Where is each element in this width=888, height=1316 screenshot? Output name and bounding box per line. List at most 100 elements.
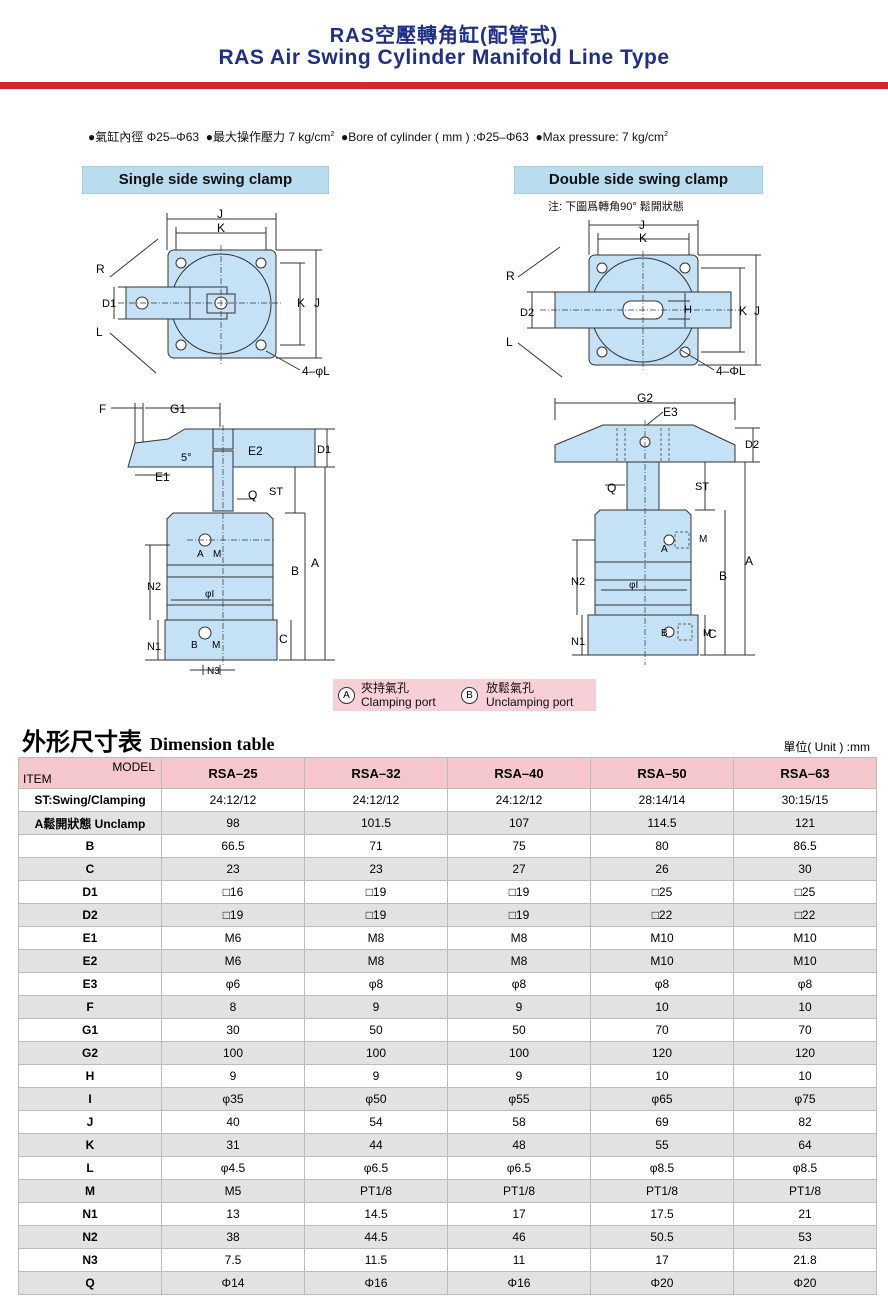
row-item-label: M [18,1179,162,1203]
table-cell: φ6.5 [447,1156,591,1180]
label-J-vertical: J [754,304,760,318]
header-divider [0,82,888,89]
table-cell: Φ16 [447,1271,591,1295]
clamping-port-label: 夾持氣孔 Clamping port [361,681,436,709]
label-Q: Q [607,481,616,495]
double-front-view-drawing: G2 E3 Q A M φI B M N2 N1 B A C ST D2 [554,391,760,665]
table-cell: φ50 [304,1087,448,1111]
table-cell: φ8 [733,972,877,996]
table-cell: 26 [590,857,734,881]
label-D2: D2 [745,439,759,451]
table-cell: 66.5 [161,834,305,858]
model-header: RSA–40 [447,757,591,789]
table-cell: 10 [733,1064,877,1088]
table-cell: Φ20 [733,1271,877,1295]
table-cell: 50 [447,1018,591,1042]
label-M: M [213,549,221,560]
corner-item-label: ITEM [23,772,52,786]
table-cell: φ8 [447,972,591,996]
table-cell: 54 [304,1110,448,1134]
table-cell: 98 [161,811,305,835]
label-N1: N1 [147,641,161,653]
port-legend: A 夾持氣孔 Clamping port B 放鬆氣孔 Unclamping p… [333,679,596,711]
model-header: RSA–32 [304,757,448,789]
label-B: B [719,569,727,583]
table-cell: 53 [733,1225,877,1249]
table-cell: □19 [161,903,305,927]
table-corner-cell: MODEL ITEM [18,757,162,789]
label-phi-I: φI [205,589,214,600]
table-cell: 120 [590,1041,734,1065]
table-cell: 17 [447,1202,591,1226]
label-K: K [217,221,225,235]
table-cell: Φ14 [161,1271,305,1295]
row-item-label: A鬆開狀態 Unclamp [18,811,162,835]
row-item-label: H [18,1064,162,1088]
table-cell: 86.5 [733,834,877,858]
port-B-marker: B [191,640,198,651]
row-item-label: J [18,1110,162,1134]
table-cell: 30 [733,857,877,881]
single-front-view-drawing: F G1 E1 E2 5° Q A M φI B M N2 N1 N3 B A … [99,402,335,677]
title-chinese: RAS空壓轉角缸(配管式) [329,25,559,47]
table-cell: PT1/8 [590,1179,734,1203]
row-item-label: D1 [18,880,162,904]
table-cell: 69 [590,1110,734,1134]
table-cell: □19 [304,880,448,904]
table-cell: 38 [161,1225,305,1249]
row-item-label: N1 [18,1202,162,1226]
label-M: M [212,640,220,651]
table-cell: 13 [161,1202,305,1226]
table-cell: □25 [590,880,734,904]
clamping-port-zh: 夾持氣孔 [361,681,410,695]
table-cell: 107 [447,811,591,835]
table-cell: 23 [304,857,448,881]
label-phi-I: φI [629,580,638,591]
table-cell: M5 [161,1179,305,1203]
row-item-label: G2 [18,1041,162,1065]
table-cell: 27 [447,857,591,881]
row-item-label: L [18,1156,162,1180]
table-cell: 80 [590,834,734,858]
table-cell: 11 [447,1248,591,1272]
label-Q: Q [248,488,257,502]
row-item-label: N2 [18,1225,162,1249]
table-cell: □19 [447,903,591,927]
label-4-holes: 4–ΦL [716,364,746,378]
table-cell: M10 [733,949,877,973]
label-N1: N1 [571,636,585,648]
table-cell: φ65 [590,1087,734,1111]
table-cell: 100 [161,1041,305,1065]
table-cell: □25 [733,880,877,904]
table-cell: 7.5 [161,1248,305,1272]
table-cell: PT1/8 [447,1179,591,1203]
label-K: K [639,231,647,245]
table-cell: 64 [733,1133,877,1157]
table-cell: M6 [161,949,305,973]
model-header: RSA–50 [590,757,734,789]
table-cell: Φ16 [304,1271,448,1295]
table-cell: 24:12/12 [161,788,305,812]
row-item-label: N3 [18,1248,162,1272]
row-item-label: B [18,834,162,858]
label-C: C [708,627,717,641]
table-cell: φ8.5 [590,1156,734,1180]
table-cell: 50.5 [590,1225,734,1249]
unit-label: 單位( Unit ) :mm [783,740,870,754]
unclamping-port-zh: 放鬆氣孔 [486,681,535,695]
table-cell: 8 [161,995,305,1019]
spec-bore-en: ●Bore of cylinder ( mm ) :Φ25–Φ63 [340,130,529,144]
row-item-label: E1 [18,926,162,950]
double-side-label: Double side swing clamp [514,166,763,194]
label-J-vertical: J [314,296,320,310]
table-cell: 70 [733,1018,877,1042]
model-header: RSA–63 [733,757,877,789]
